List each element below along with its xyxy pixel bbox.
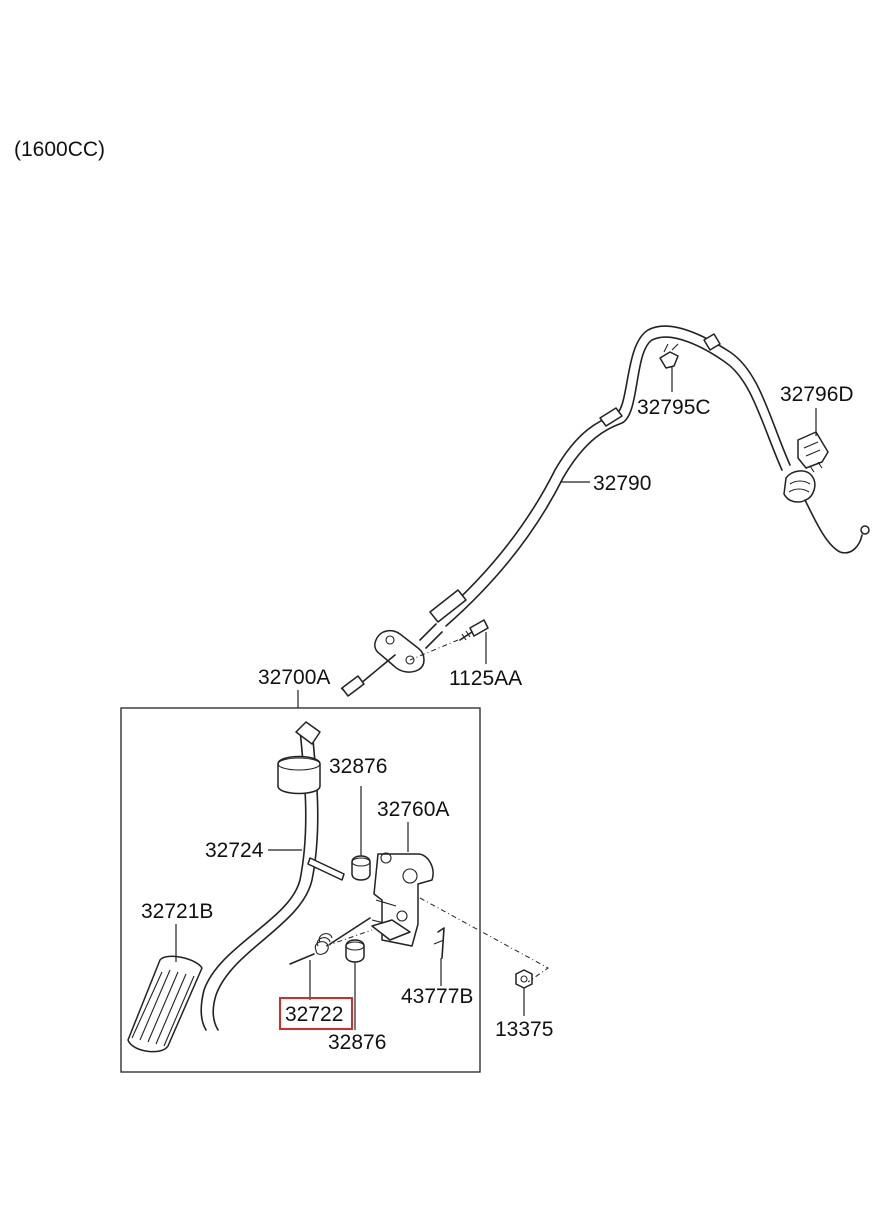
bolt-1125aa[interactable]: [409, 619, 489, 661]
cable-clip-32795c[interactable]: [659, 343, 679, 369]
pedal-pad[interactable]: [127, 955, 203, 1053]
accelerator-cable[interactable]: [340, 325, 870, 697]
label-32724[interactable]: 32724: [205, 839, 264, 862]
label-1125aa[interactable]: 1125AA: [449, 667, 522, 690]
return-spring[interactable]: [289, 917, 373, 965]
label-13375[interactable]: 13375: [495, 1018, 553, 1041]
label-32722[interactable]: 32722: [285, 1003, 343, 1026]
label-32796d[interactable]: 32796D: [780, 383, 854, 406]
pedal-bracket[interactable]: [371, 852, 434, 947]
assembly-box: [120, 707, 481, 1073]
label-32876-lower[interactable]: 32876: [328, 1031, 386, 1054]
label-43777b[interactable]: 43777B: [401, 985, 473, 1008]
nut-13375[interactable]: [419, 897, 549, 989]
stopper-pad-lower[interactable]: [345, 939, 365, 963]
highlight-box: [279, 997, 353, 1030]
label-32876-upper[interactable]: 32876: [329, 755, 387, 778]
label-32790[interactable]: 32790: [593, 472, 651, 495]
engine-variant-label: (1600CC): [14, 138, 105, 161]
stopper-pad-upper[interactable]: [351, 855, 371, 881]
pin-43777b[interactable]: [433, 927, 445, 959]
cable-clip-32796d[interactable]: [797, 431, 829, 473]
label-32795c[interactable]: 32795C: [637, 396, 711, 419]
label-32760a[interactable]: 32760A: [377, 798, 449, 821]
label-32700a[interactable]: 32700A: [258, 666, 330, 689]
pedal-arm[interactable]: [200, 721, 345, 1031]
label-32721b[interactable]: 32721B: [141, 900, 213, 923]
